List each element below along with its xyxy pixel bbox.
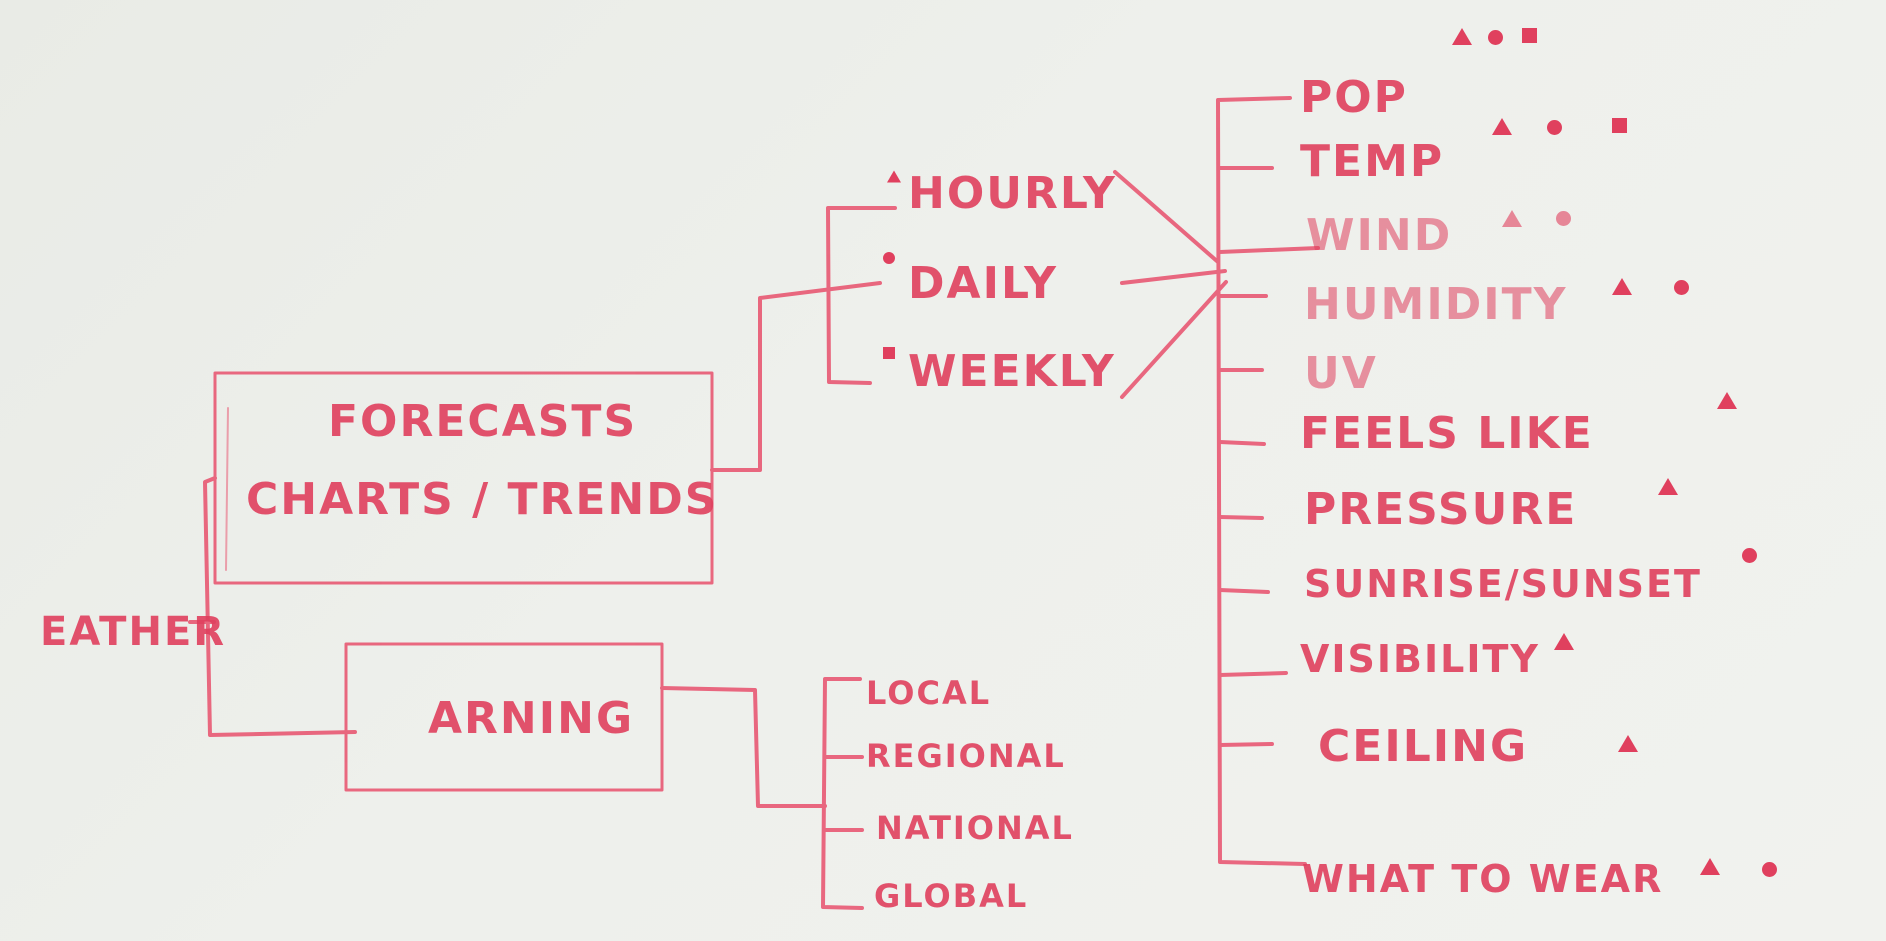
warning-title: ARNING [428,693,635,744]
forecasts-to-periods [710,281,882,472]
link-weekly [1120,280,1228,399]
square-marker-icon [1522,28,1537,43]
circle-marker-icon [1674,280,1689,295]
scope-local: LOCAL [866,674,992,712]
triangle-marker-icon [887,170,901,183]
triangle-marker-icon [1502,210,1522,227]
forecasts-title: FORECASTS [328,396,638,447]
square-marker-icon [1612,118,1627,133]
link-daily [1120,269,1227,285]
warning-to-scopes [660,686,827,808]
circle-marker-icon [1556,211,1571,226]
scope-global: GLOBAL [874,877,1029,915]
forecasts-box-inner [225,407,229,571]
triangle-marker-icon [1612,278,1632,295]
metric-ceiling: CEILING [1318,721,1529,772]
triangle-marker-icon [1717,392,1737,409]
triangle-marker-icon [1554,633,1574,650]
circle-marker-icon [1488,30,1503,45]
metric-uv: UV [1304,348,1378,399]
square-marker-icon [883,347,895,359]
scope-regional: REGIONAL [866,737,1066,775]
root-bracket [203,476,357,737]
metric-visibility: VISIBILITY [1300,637,1540,681]
circle-marker-icon [1762,862,1777,877]
metric-humidity: HUMIDITY [1304,279,1568,330]
period-hourly: HOURLY [908,168,1117,219]
scopes-bracket [821,677,864,910]
period-daily: DAILY [908,258,1058,309]
circle-marker-icon [883,252,895,264]
metric-temp: TEMP [1300,136,1445,187]
circle-marker-icon [1742,548,1757,563]
triangle-marker-icon [1492,118,1512,135]
circle-marker-icon [1547,120,1562,135]
metric-sunrise-sunset: SUNRISE/SUNSET [1304,562,1702,606]
scope-national: NATIONAL [876,809,1074,847]
metric-what-to-wear: WHAT TO WEAR [1302,857,1664,901]
period-weekly: WEEKLY [908,346,1116,397]
periods-bracket [826,206,897,385]
triangle-marker-icon [1700,858,1720,875]
metrics-bracket [1216,96,1307,866]
forecasts-box-outline [213,371,714,585]
triangle-marker-icon [1658,478,1678,495]
charts-trends-title: CHARTS / TRENDS [246,474,719,525]
triangle-marker-icon [1618,735,1638,752]
metric-pop: POP [1300,72,1408,123]
metric-wind: WIND [1306,210,1453,261]
warning-box-outline [344,642,664,792]
metric-pressure: PRESSURE [1304,484,1578,535]
root-label: EATHER [40,609,227,655]
metric-feels-like: FEELS LIKE [1300,408,1594,459]
triangle-marker-icon [1452,28,1472,45]
link-hourly [1113,170,1220,264]
